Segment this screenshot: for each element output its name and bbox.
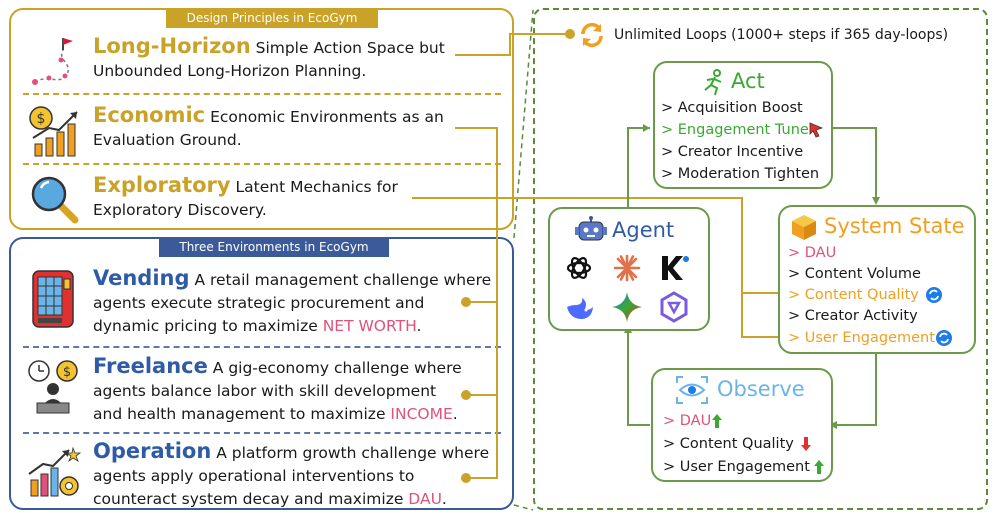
cube-icon <box>792 215 816 240</box>
environment-target: NET WORTH <box>322 317 417 335</box>
principles-banner: Design Principles in EcoGym <box>166 8 378 28</box>
state-item: > Content Volume <box>788 266 921 282</box>
observe-box: Observe > DAU > Content Quality > User E… <box>651 368 833 482</box>
qwen-logo-icon <box>660 291 688 323</box>
state-item: > DAU <box>788 245 837 261</box>
refresh-loop-icon <box>581 22 603 48</box>
openai-logo-icon <box>566 257 592 279</box>
divider <box>23 93 501 95</box>
principle-text: Economic Environments as an <box>205 108 444 126</box>
environment-text: . <box>452 405 458 423</box>
environment-keyword: Freelance <box>93 354 208 378</box>
environment-text: A platform growth challenge where <box>211 444 490 462</box>
eye-scan-icon <box>676 376 708 404</box>
sync-icon <box>936 330 952 346</box>
principle-keyword: Economic <box>93 103 206 127</box>
design-principles-panel: Design Principles in EcoGym Long-Horizon… <box>9 8 514 230</box>
environment-text: agents execute strategic procurement and <box>93 294 425 312</box>
principle-text: Latent Mechanics for <box>230 178 398 196</box>
agent-title: Agent <box>612 218 675 242</box>
state-item-hidden: > User Engagement <box>788 330 935 346</box>
growth-chart-icon: $ <box>29 106 78 157</box>
principle-text: Evaluation Ground. <box>93 131 242 149</box>
environments-banner: Three Environments in EcoGym <box>159 237 389 257</box>
environment-text: counteract system decay and maximize <box>93 490 409 508</box>
operation-growth-icon <box>28 446 82 497</box>
principle-text: Simple Action Space but <box>250 39 445 57</box>
claude-logo-icon <box>613 254 641 282</box>
state-item-hidden: > Content Quality <box>788 287 919 303</box>
up-arrow-icon <box>814 460 824 474</box>
act-item: > Creator Incentive <box>661 144 804 160</box>
down-arrow-icon <box>801 437 811 451</box>
environments-panel: Three Environments in EcoGym Vending A r… <box>9 237 514 510</box>
act-item: > Moderation Tighten <box>661 166 820 182</box>
principle-text: Unbounded Long-Horizon Planning. <box>93 62 367 80</box>
gemini-logo-icon <box>612 292 642 322</box>
divider <box>23 163 501 165</box>
environment-text: dynamic pricing to maximize <box>93 317 323 335</box>
environment-text: A retail management challenge where <box>189 271 492 289</box>
environment-text: agents balance labor with skill developm… <box>93 382 437 400</box>
environment-target: INCOME <box>390 405 453 423</box>
loop-container <box>533 8 988 510</box>
observe-title: Observe <box>717 377 805 401</box>
kimi-logo-icon <box>662 256 689 280</box>
path-flag-icon <box>32 38 73 85</box>
system-state-title: System State <box>824 214 965 238</box>
environment-keyword: Operation <box>93 439 212 463</box>
svg-text:$: $ <box>37 111 46 127</box>
act-item: > Acquisition Boost <box>661 100 803 116</box>
divider <box>23 346 501 348</box>
environment-keyword: Vending <box>93 266 190 290</box>
observe-item: > Content Quality <box>663 436 794 452</box>
loops-label: Unlimited Loops (1000+ steps if 365 day-… <box>614 27 949 43</box>
freelancer-icon: $ <box>28 360 78 414</box>
act-item-selected: > Engagement Tune <box>661 122 809 138</box>
sync-icon <box>926 287 942 303</box>
divider <box>23 432 501 434</box>
vending-machine-icon <box>32 270 74 328</box>
environment-text: and health management to maximize <box>93 405 391 423</box>
robot-icon <box>575 216 607 241</box>
observe-item: > DAU <box>663 413 712 429</box>
svg-text:$: $ <box>63 365 71 380</box>
principle-text: Exploratory Discovery. <box>93 201 267 219</box>
principle-keyword: Exploratory <box>93 173 231 197</box>
observe-item: > User Engagement <box>663 459 810 475</box>
deepseek-logo-icon <box>567 298 593 319</box>
act-title: Act <box>731 69 765 93</box>
agent-box: Agent <box>548 207 710 331</box>
state-item: > Creator Activity <box>788 308 918 324</box>
magnifier-icon <box>31 176 79 224</box>
act-box: Act > Acquisition Boost > Engagement Tun… <box>653 61 833 189</box>
environment-text: . <box>416 317 422 335</box>
system-state-box: System State > DAU > Content Volume > Co… <box>778 205 976 354</box>
cursor-icon <box>809 122 824 138</box>
environment-text: agents apply operational interventions t… <box>93 467 415 485</box>
principle-keyword: Long-Horizon <box>93 34 251 58</box>
running-person-icon <box>704 69 722 96</box>
environment-text: A gig-economy challenge where <box>207 359 462 377</box>
environment-target: DAU <box>408 490 442 508</box>
environment-text: . <box>441 490 447 508</box>
up-arrow-icon <box>712 414 722 428</box>
